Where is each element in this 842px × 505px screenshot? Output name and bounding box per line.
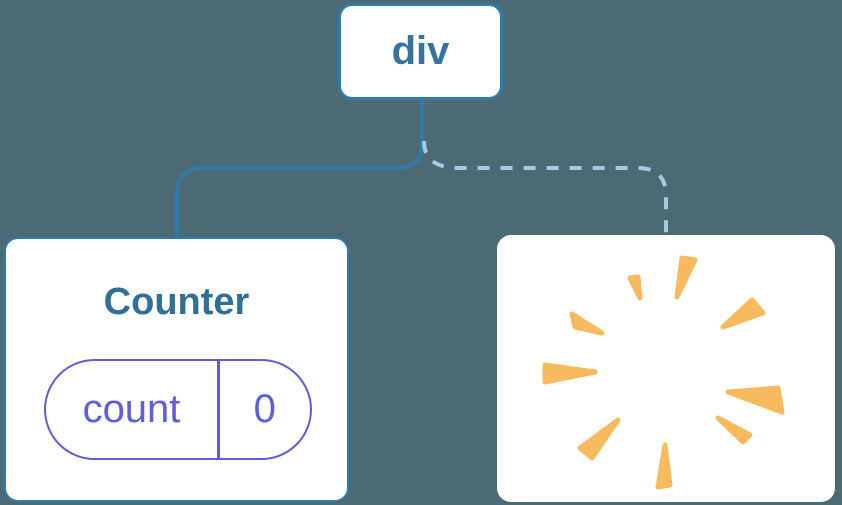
state-key-label: count [82, 387, 181, 431]
tree-node-removed [497, 235, 835, 502]
poof-ray [715, 415, 753, 445]
tree-node-counter: Counter count 0 [4, 237, 349, 502]
poof-ray [674, 255, 698, 300]
poof-burst-icon [542, 255, 785, 490]
state-value-label: 0 [253, 387, 276, 431]
poof-ray [542, 362, 598, 385]
state-pill: count 0 [44, 359, 312, 460]
solid-connector-line [175, 99, 424, 238]
tree-node-div: div [338, 3, 503, 100]
poof-ray [627, 274, 643, 301]
dashed-connector-line [422, 140, 668, 236]
poof-ray [577, 417, 621, 461]
poof-ray [725, 385, 785, 415]
root-node-label: div [391, 29, 450, 73]
poof-ray [655, 442, 673, 490]
state-pill-divider [217, 361, 220, 458]
counter-title: Counter [103, 281, 250, 323]
poof-ray [720, 297, 766, 330]
poof-ray [569, 311, 605, 336]
